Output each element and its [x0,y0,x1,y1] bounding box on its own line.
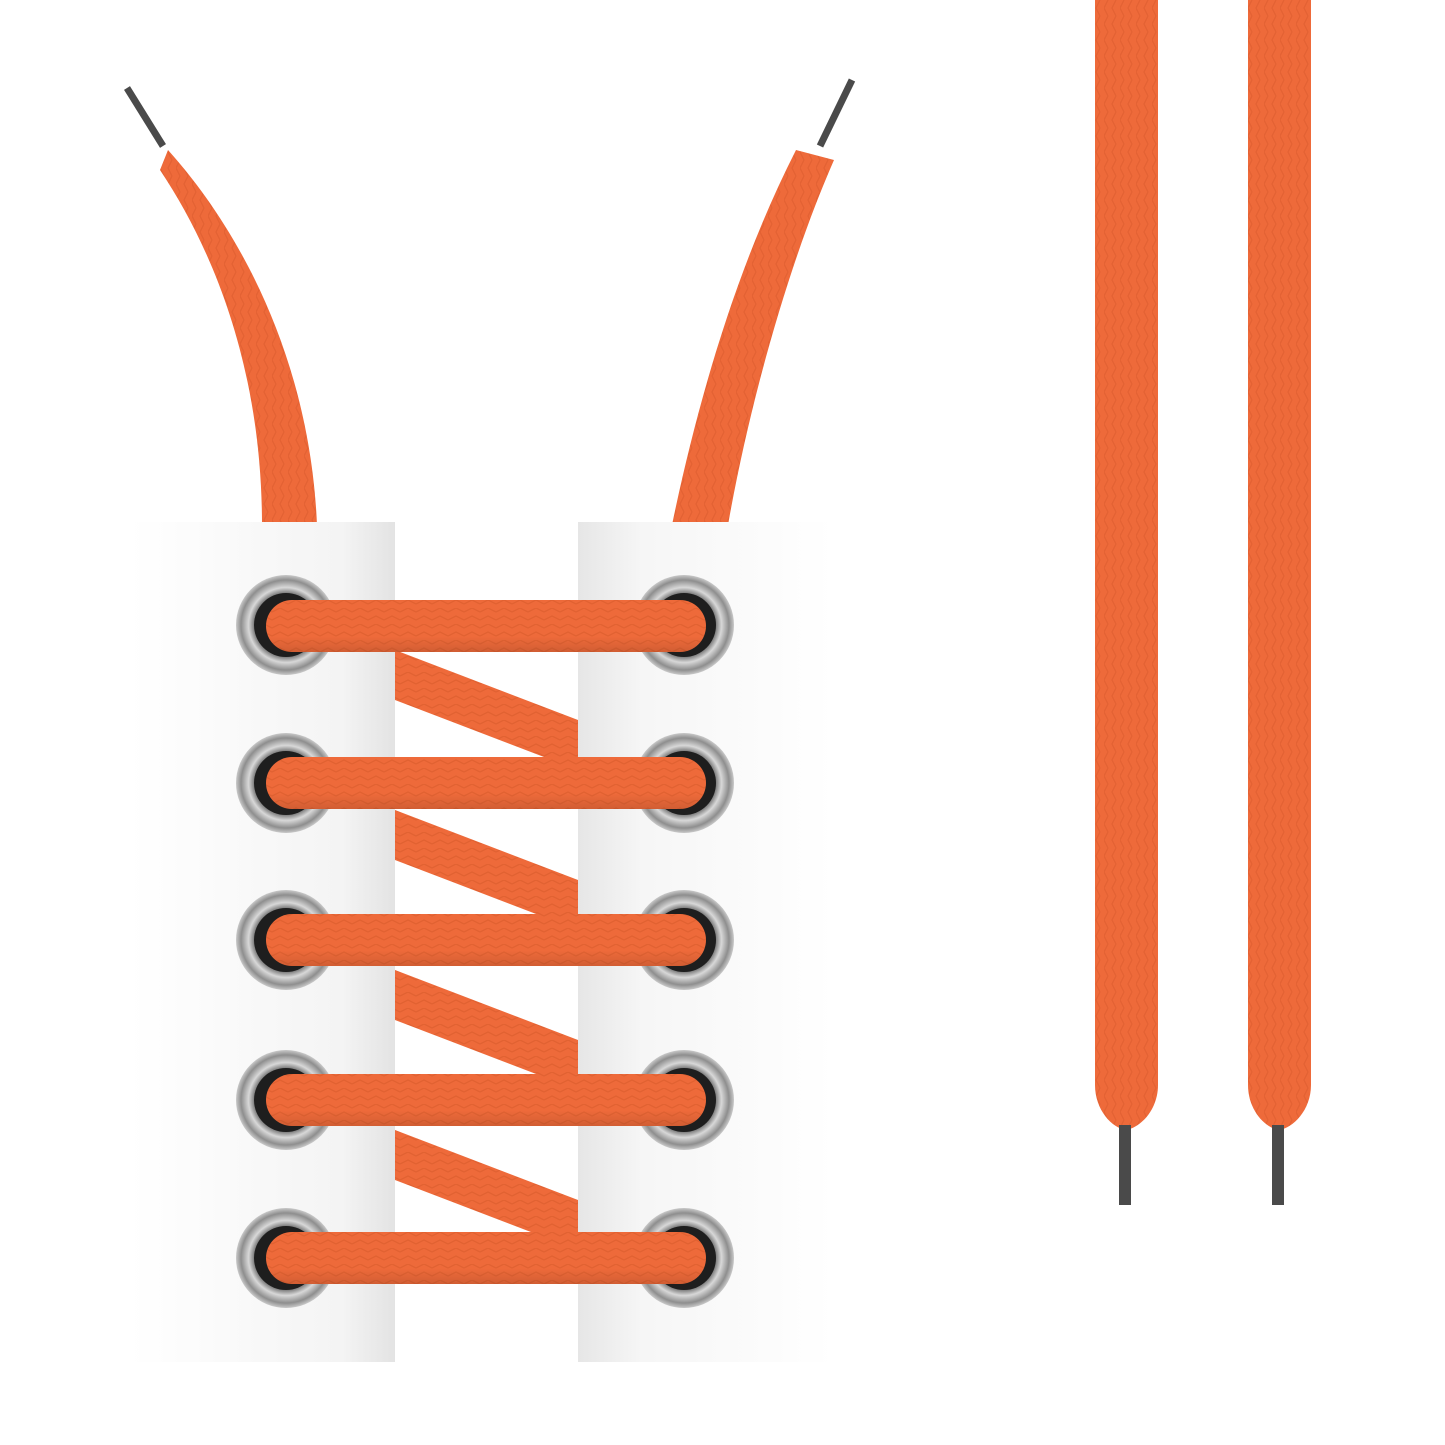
diagonal-strands [395,650,578,1250]
horizontal-strands [266,600,706,1284]
loose-lace-2 [1248,0,1311,1205]
lace-strand [160,150,317,525]
lace-strand [672,150,834,525]
upper-right-lace-end [672,78,856,525]
loose-lace-1 [1095,0,1158,1205]
aglet-left-icon [124,86,166,148]
aglet-icon [1119,1125,1131,1205]
upper-left-lace-end [124,86,317,525]
aglet-right-icon [816,78,856,148]
aglet-icon [1272,1125,1284,1205]
